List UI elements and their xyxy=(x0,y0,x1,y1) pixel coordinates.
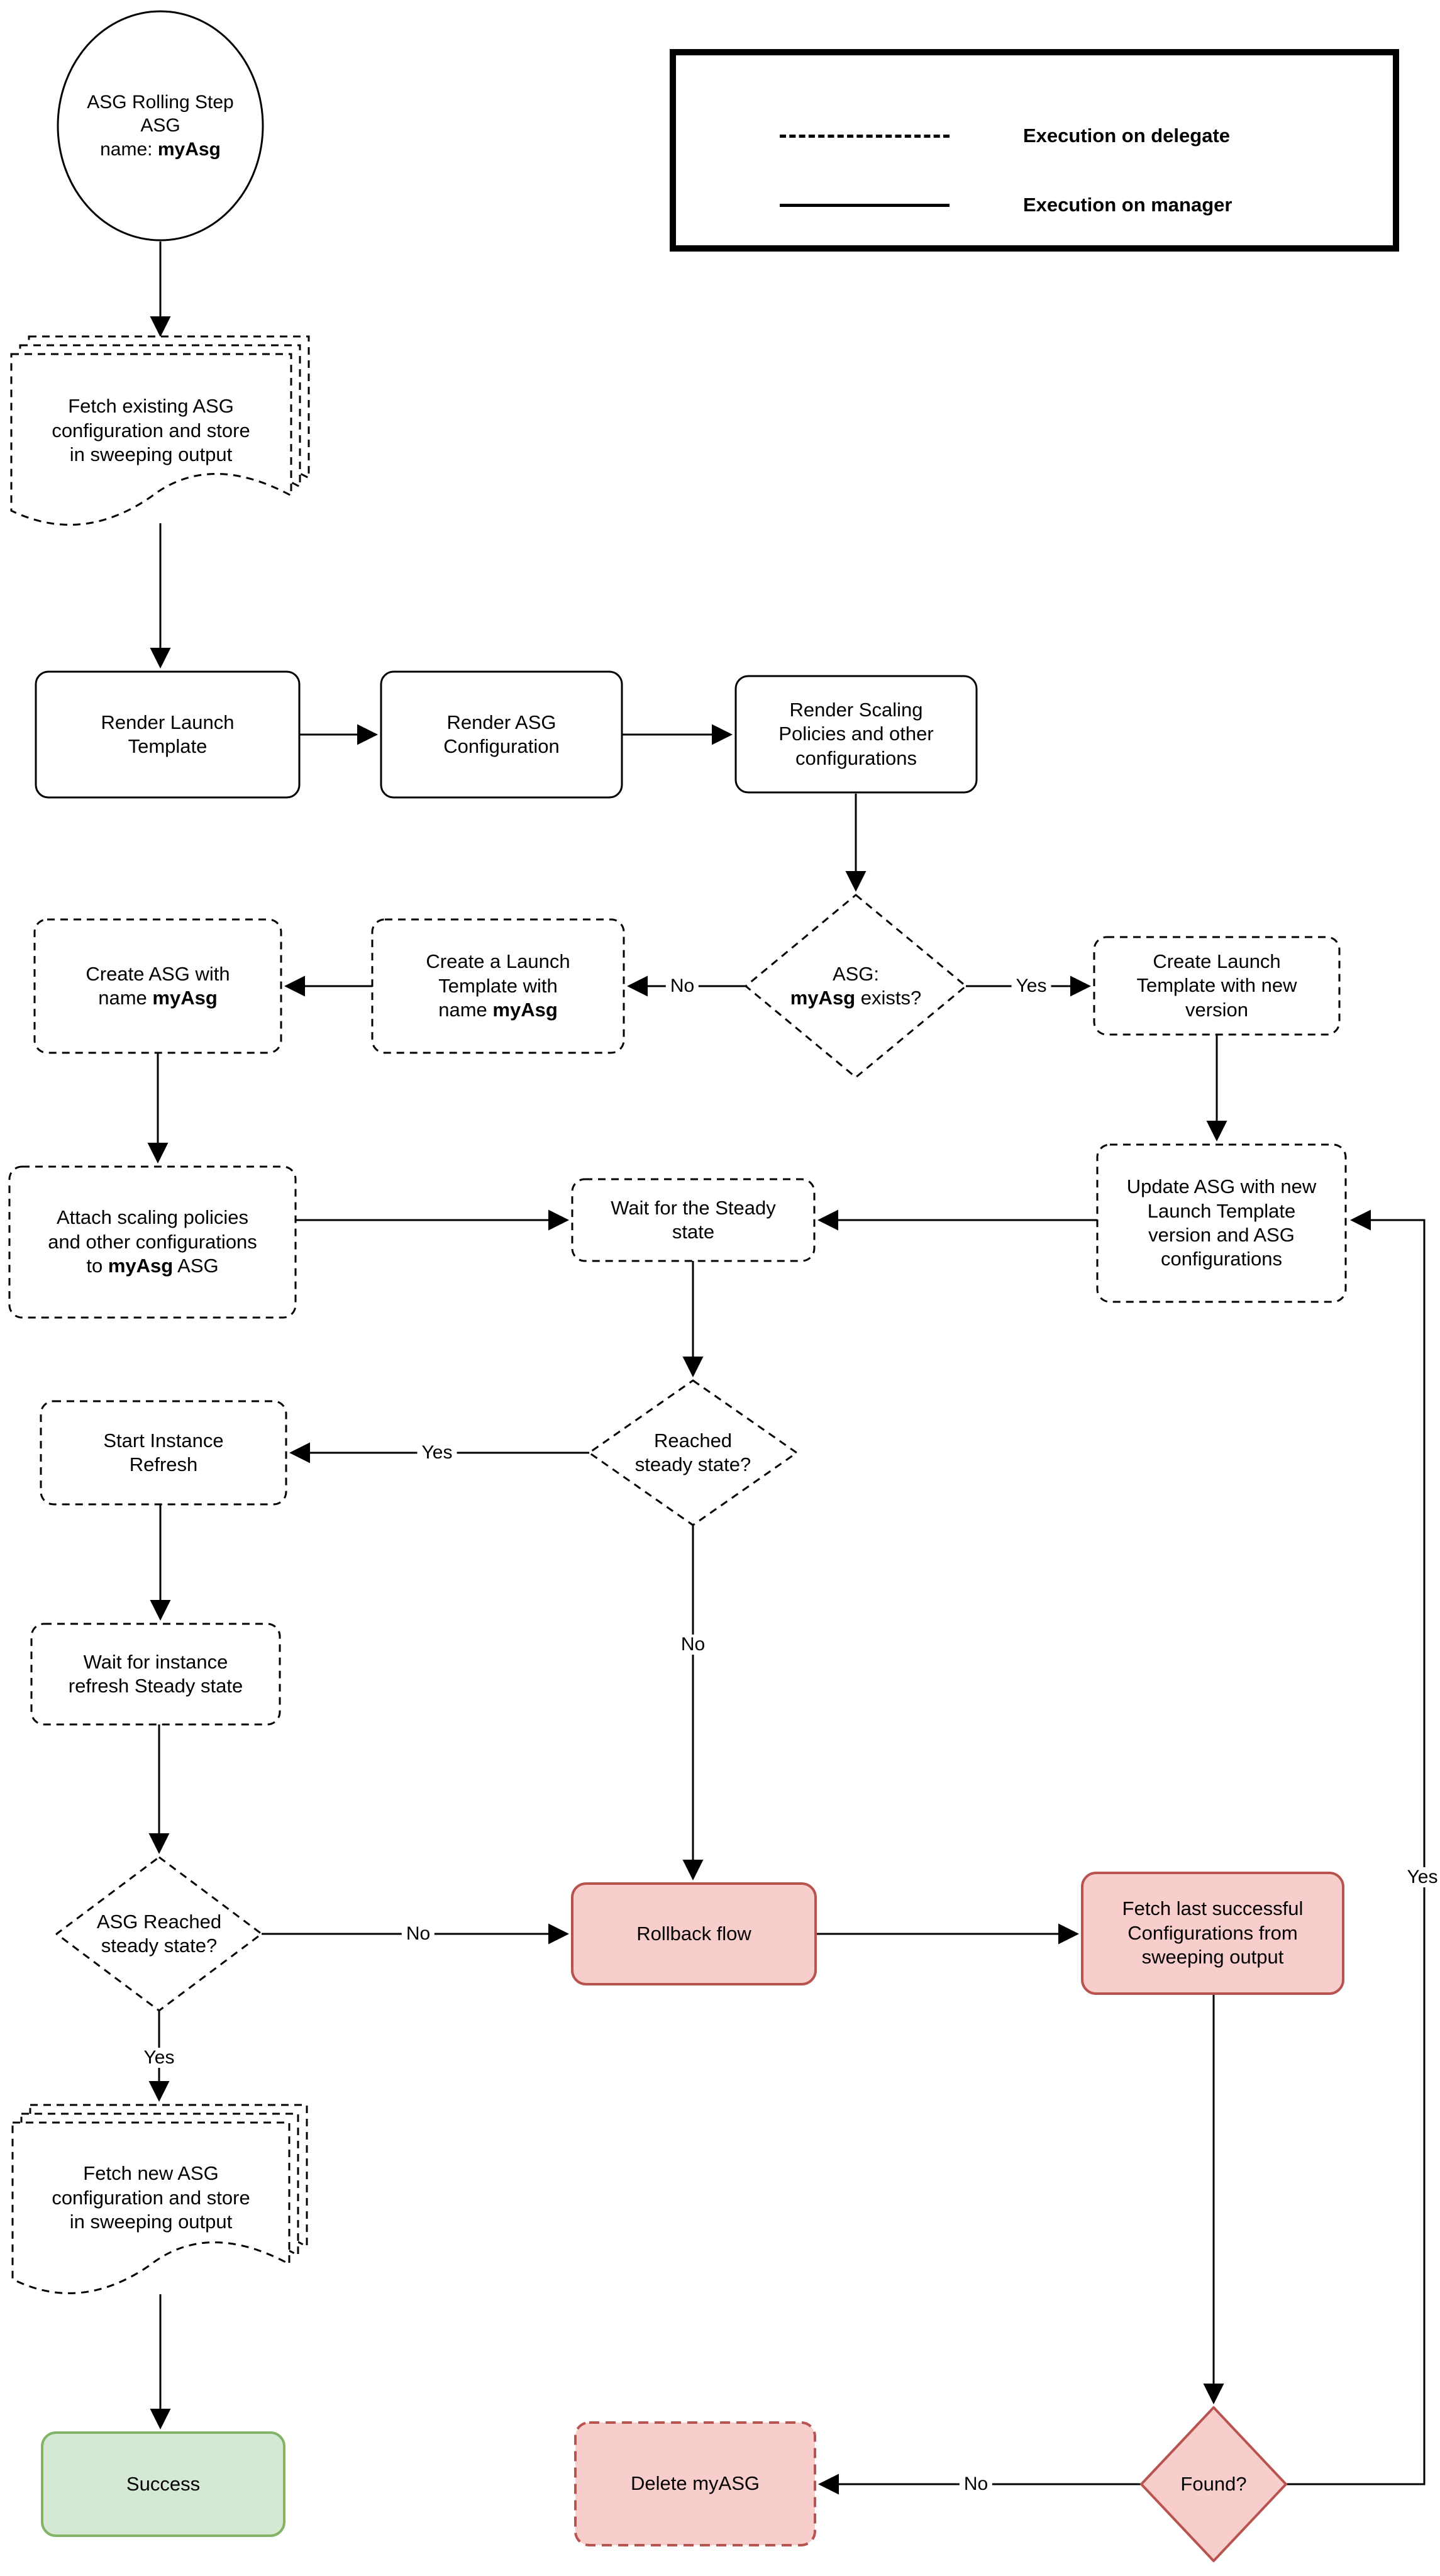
render-launch-label: Render Launch Template xyxy=(101,711,235,757)
start-refresh-label: Start Instance Refresh xyxy=(103,1429,224,1475)
create-asg-box xyxy=(33,918,282,1054)
render-scaling-box xyxy=(734,675,978,794)
found-label: Found? xyxy=(1180,2472,1247,2495)
asg-reached-diamond xyxy=(55,1856,263,2012)
start-ellipse xyxy=(57,10,264,242)
create-lt-new-box xyxy=(1093,936,1341,1036)
edge-found-yes-loop xyxy=(1286,1209,1426,2485)
edge-label-reached-no: No xyxy=(676,1635,710,1655)
wait-steady-label: Wait for the Steady state xyxy=(611,1196,776,1243)
attach-scaling-label: Attach scaling policies and other config… xyxy=(48,1206,257,1277)
render-scaling-label: Render Scaling Policies and other config… xyxy=(778,698,934,769)
asg-exists-label: ASG: myAsg exists? xyxy=(790,962,922,1009)
delete-myasg-box xyxy=(574,2421,816,2546)
delete-myasg-label: Delete myASG xyxy=(630,2472,760,2495)
found-diamond xyxy=(1140,2406,1287,2562)
create-lt-named-box xyxy=(371,918,625,1054)
success-label: Success xyxy=(126,2472,201,2495)
fetch-last-box xyxy=(1081,1872,1344,1995)
start-refresh-box xyxy=(40,1400,287,1506)
reached-steady-label: Reached steady state? xyxy=(634,1429,751,1475)
legend-delegate-label: Execution on delegate xyxy=(1023,125,1231,147)
fetch-last-label: Fetch last successful Configurations fro… xyxy=(1122,1897,1304,1968)
fetch-new-doc-front xyxy=(11,2121,291,2294)
update-asg-box xyxy=(1096,1143,1347,1303)
legend-manager-label: Execution on manager xyxy=(1023,194,1232,216)
edge-label-asg-reached-yes: Yes xyxy=(139,2048,179,2068)
start-node-label: ASG Rolling Step ASG name: myAsg xyxy=(87,92,234,160)
render-asg-box xyxy=(380,670,623,799)
legend-solid-line-sample xyxy=(780,204,950,207)
edge-label-reached-yes: Yes xyxy=(417,1443,457,1463)
edge-label-asg-exists-no: No xyxy=(665,976,699,996)
legend: Execution on delegate Execution on manag… xyxy=(670,49,1399,252)
render-asg-label: Render ASG Configuration xyxy=(443,711,560,757)
asg-reached-label: ASG Reached steady state? xyxy=(96,1910,222,1957)
rollback-box xyxy=(571,1882,817,1985)
fetch-new-label: Fetch new ASG configuration and store in… xyxy=(52,2162,250,2233)
asg-exists-diamond xyxy=(745,894,967,1079)
fetch-existing-label: Fetch existing ASG configuration and sto… xyxy=(52,395,250,466)
create-asg-label: Create ASG with name myAsg xyxy=(86,962,230,1009)
rollback-label: Rollback flow xyxy=(636,1922,751,1945)
edge-label-asg-reached-no: No xyxy=(401,1924,435,1944)
create-lt-named-label: Create a Launch Template with name myAsg xyxy=(426,950,570,1021)
wait-refresh-label: Wait for instance refresh Steady state xyxy=(68,1650,243,1697)
create-lt-new-label: Create Launch Template with new version xyxy=(1136,950,1297,1021)
legend-dashed-line-sample xyxy=(780,135,950,138)
success-box xyxy=(41,2431,285,2537)
edge-label-found-yes: Yes xyxy=(1402,1867,1440,1887)
update-asg-label: Update ASG with new Launch Template vers… xyxy=(1126,1175,1317,1270)
edge-label-found-no: No xyxy=(959,2474,993,2494)
attach-scaling-box xyxy=(8,1165,297,1319)
wait-steady-box xyxy=(571,1178,816,1262)
edge-label-asg-exists-yes: Yes xyxy=(1011,976,1051,996)
wait-refresh-box xyxy=(30,1623,281,1726)
fetch-existing-doc-front xyxy=(10,353,292,526)
reached-steady-diamond xyxy=(588,1379,798,1526)
render-launch-box xyxy=(35,670,301,799)
